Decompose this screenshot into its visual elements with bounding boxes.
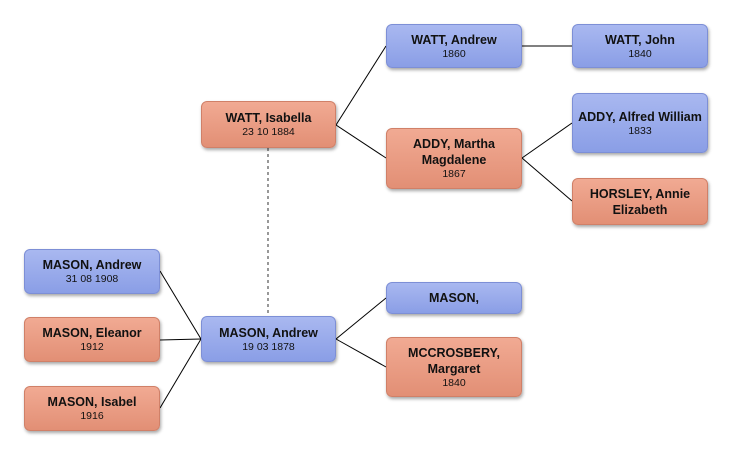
person-date: 19 03 1878 [242,340,295,353]
person-name: ADDY, Martha Magdalene [413,137,495,167]
person-date: 1840 [442,376,466,389]
person-name: HORSLEY, Annie Elizabeth [589,186,691,217]
person-card-andrew-mason-child[interactable]: MASON, Andrew 31 08 1908 [24,249,160,294]
person-card-margaret-mccrosbery[interactable]: MCCROSBERY, Margaret 1840 [386,337,522,397]
link-child-eleanor [159,338,202,341]
person-name: MASON, [429,291,479,305]
person-card-annie-horsley[interactable]: HORSLEY, Annie Elizabeth [572,178,708,225]
person-card-john-watt[interactable]: WATT, John 1840 [572,24,708,68]
person-date: 31 08 1908 [65,273,119,285]
person-name: WATT, Isabella [225,111,312,125]
person-card-isabella-watt[interactable]: WATT, Isabella 23 10 1884 [201,101,336,148]
person-name: WATT, John [605,32,675,47]
person-card-alfred-addy[interactable]: ADDY, Alfred William 1833 [572,93,708,153]
person-card-eleanor-mason[interactable]: MASON, Eleanor 1912 [24,317,160,362]
person-date: 1860 [442,47,466,60]
link-isabella-martha-addy [335,124,387,159]
person-name: MASON, Isabel [47,395,137,409]
link-andrew-mason-margaret [335,338,387,368]
person-card-andrew-watt[interactable]: WATT, Andrew 1860 [386,24,522,68]
person-name: MASON, Andrew [42,258,142,272]
person-date: 1833 [628,124,652,137]
person-card-isabel-mason[interactable]: MASON, Isabel 1916 [24,386,160,431]
link-martha-annie [521,157,573,202]
person-card-mason-father[interactable]: MASON, [386,282,522,314]
person-date: 23 10 1884 [242,126,295,138]
person-name: MASON, Eleanor [42,326,142,340]
link-child-isabel [159,338,202,409]
person-name: ADDY, Alfred William [578,109,702,124]
person-name: MCCROSBERY, Margaret [408,345,500,376]
person-name: WATT, Andrew [411,32,497,47]
person-date: 1912 [80,341,104,353]
link-child-andrew [159,270,202,340]
person-date: 1840 [628,47,652,60]
link-andrew-mason-father [335,297,387,340]
link-isabella-andrew-watt [335,45,387,126]
person-date: 1916 [80,410,104,422]
person-name: MASON, Andrew [219,325,318,340]
person-card-andrew-mason[interactable]: MASON, Andrew 19 03 1878 [201,316,336,362]
person-card-martha-addy[interactable]: ADDY, Martha Magdalene 1867 [386,128,522,189]
person-date: 1867 [442,168,466,180]
link-martha-alfred [521,122,573,159]
